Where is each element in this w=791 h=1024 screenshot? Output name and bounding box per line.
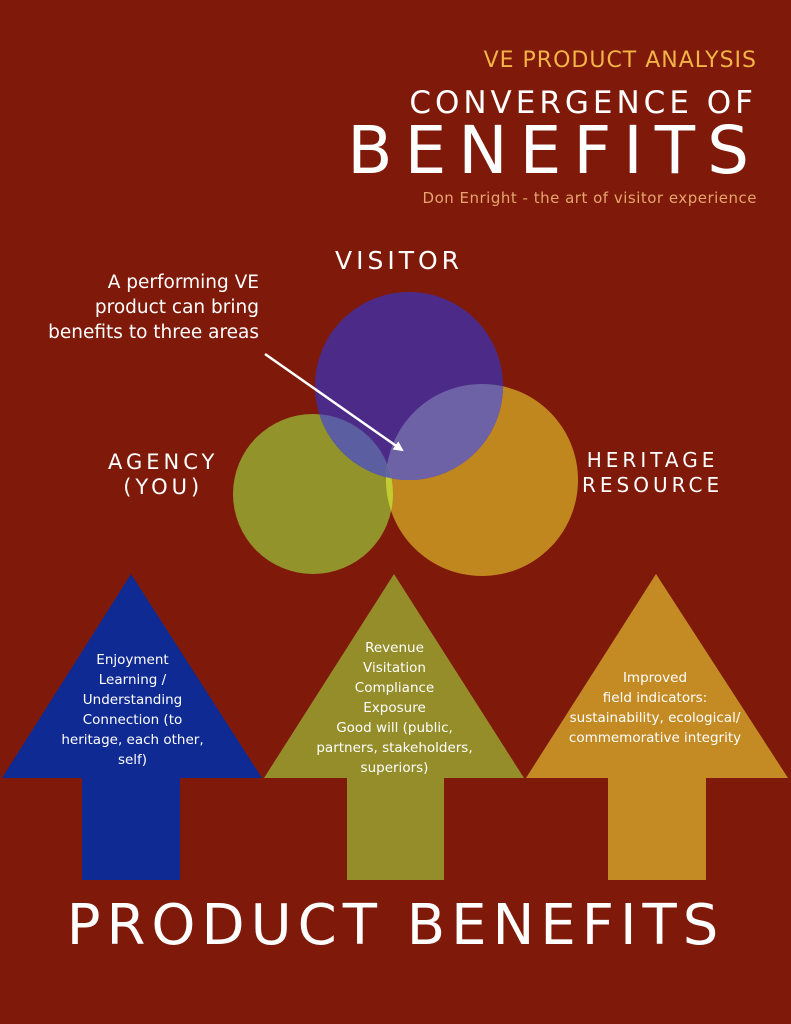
agency-label-line2: (YOU) [123, 475, 204, 499]
title-line-1: CONVERGENCE OF [409, 85, 757, 121]
agency-label-line1: AGENCY [108, 450, 219, 474]
agency-benefit-line: Learning / [98, 672, 167, 688]
footer-heading: PRODUCT BENEFITS [66, 893, 725, 958]
heritage-label-line2: RESOURCE [582, 473, 724, 497]
callout-line3: benefits to three areas [48, 322, 259, 343]
callout-text: A performing VE product can bring benefi… [9, 270, 259, 345]
agency-benefit-line: Enjoyment [96, 652, 169, 668]
page-title: BENEFITS [347, 112, 761, 189]
heritage-benefit-line: Improved [622, 670, 688, 686]
callout-line1: A performing VE [107, 272, 259, 293]
subtitle-kicker: VE PRODUCT ANALYSIS [483, 48, 757, 73]
heritage-benefit-line: field indicators: [602, 690, 708, 706]
byline: Don Enright - the art of visitor experie… [422, 189, 757, 207]
visitor-benefit-line: partners, stakeholders, [316, 740, 473, 756]
agency-benefit-line: Understanding [82, 692, 183, 708]
visitor-benefit-line: superiors) [360, 760, 429, 776]
visitor-benefit-line: Visitation [363, 660, 426, 676]
visitor-benefit-line: Compliance [354, 680, 435, 696]
visitor-benefit-line: Good will (public, [336, 720, 453, 736]
visitor-benefit-line: Revenue [365, 640, 424, 656]
heritage-benefit-line: sustainability, ecological/ [569, 710, 741, 726]
visitor-benefits-text: Revenue Visitation Compliance Exposure G… [292, 638, 497, 778]
visitor-benefit-line: Exposure [363, 700, 426, 716]
agency-benefit-line: heritage, each other, [61, 732, 204, 748]
callout-line2: product can bring [94, 297, 259, 318]
agency-label: AGENCY (YOU) [108, 450, 218, 500]
heritage-arrow [526, 574, 788, 880]
heritage-benefits-text: Improved field indicators: sustainabilit… [550, 668, 760, 748]
callout-arrow [264, 352, 404, 452]
heritage-label-line1: HERITAGE [586, 448, 719, 472]
agency-arrow [2, 574, 262, 880]
agency-benefits-text: Enjoyment Learning / Understanding Conne… [30, 650, 235, 770]
agency-visitor-overlap [315, 414, 393, 480]
visitor-arrow [264, 574, 524, 880]
heritage-benefit-line: commemorative integrity [568, 730, 742, 746]
heritage-label: HERITAGE RESOURCE [582, 448, 723, 498]
agency-benefit-line: Connection (to [82, 712, 183, 728]
agency-benefit-line: self) [117, 752, 148, 768]
visitor-label: VISITOR [335, 246, 464, 275]
